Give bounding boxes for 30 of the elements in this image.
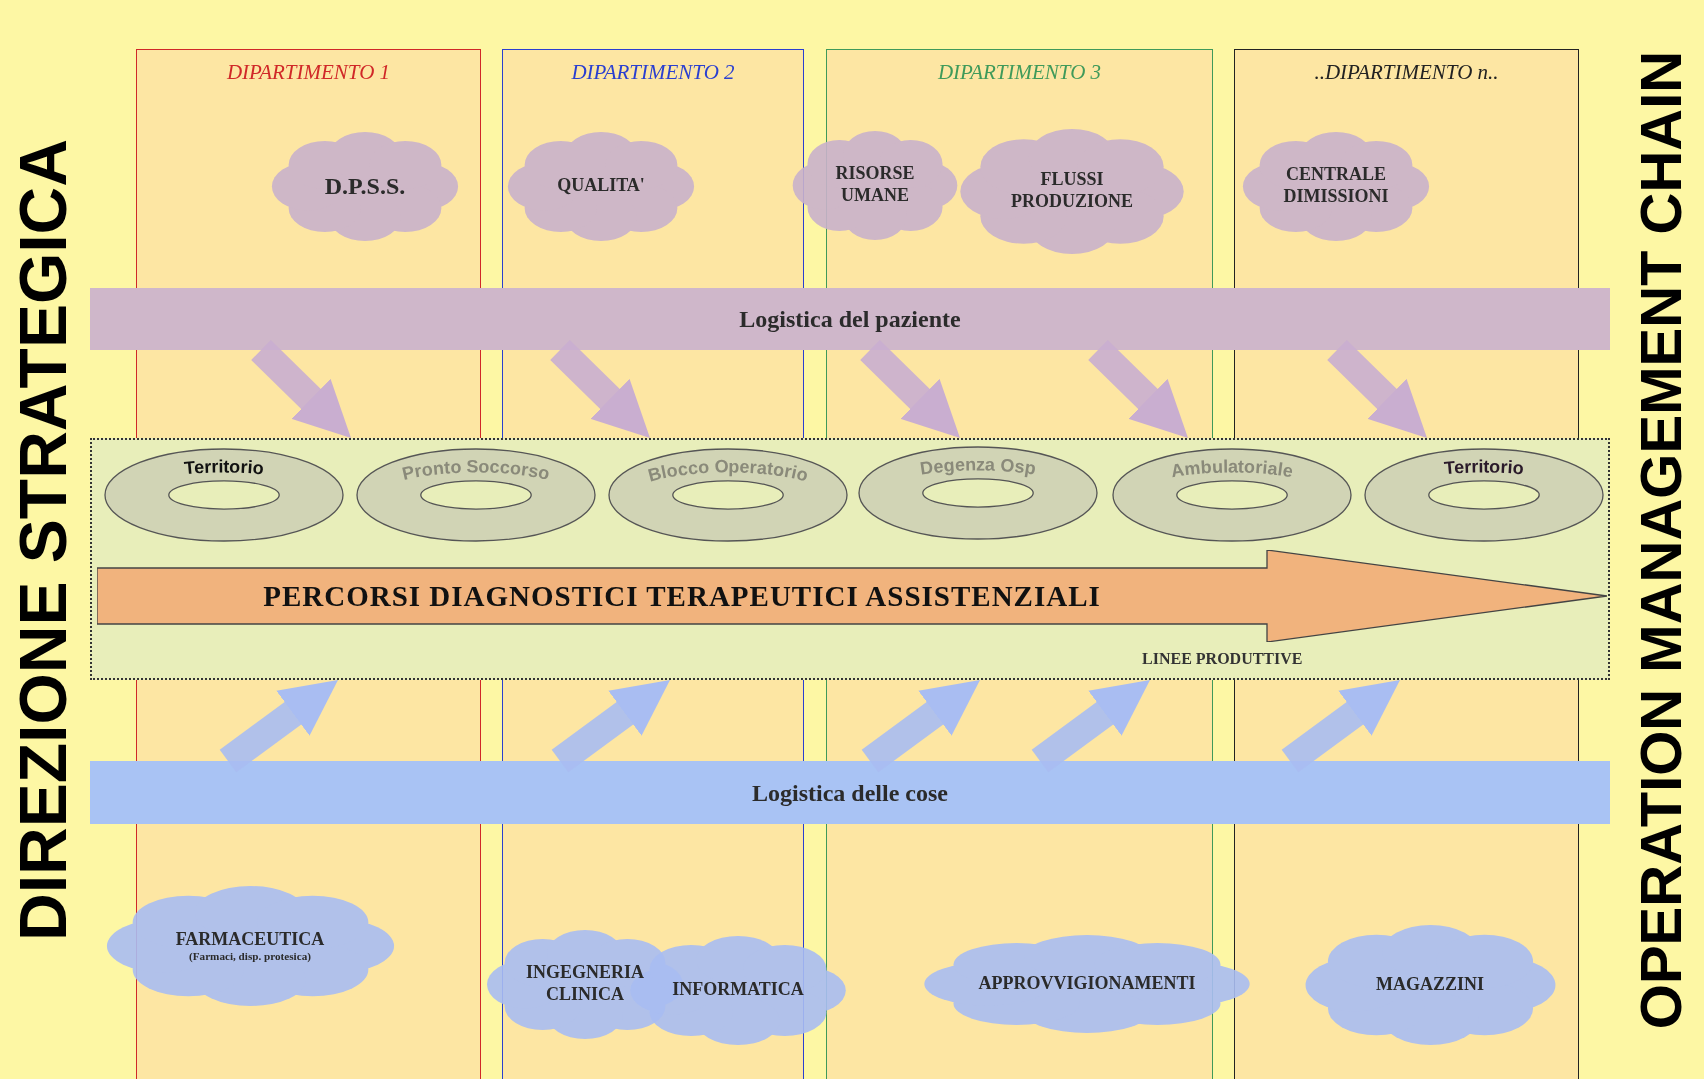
cloud-label: FLUSSI PRODUZIONE	[1010, 169, 1134, 213]
logistics-band	[90, 761, 1610, 824]
cloud-label: INFORMATICA	[672, 979, 804, 1001]
ring-label: Blocco Operatorio	[645, 456, 811, 486]
logistics-band	[90, 288, 1610, 350]
cloud-label: QUALITA'	[557, 175, 645, 197]
dotted-band	[90, 438, 1610, 680]
arrow-label: PERCORSI DIAGNOSTICI TERAPEUTICI ASSISTENZIALI	[263, 579, 1101, 613]
band-label: Logistica delle cose	[752, 779, 948, 806]
vertical-label: OPERATION MANAGEMENT CHAIN	[1632, 50, 1690, 1029]
ring-label: Pronto Soccorso	[400, 456, 552, 484]
cloud-label: INGEGNERIA CLINICA	[525, 962, 645, 1006]
ring-label: Territorio	[183, 456, 265, 479]
column-title: ..DIPARTIMENTO n..	[1314, 60, 1499, 85]
cloud-label: RISORSE UMANE	[834, 163, 916, 207]
cloud-label: FARMACEUTICA	[175, 928, 325, 951]
column-title: DIPARTIMENTO 3	[937, 60, 1102, 85]
band-label: Logistica del paziente	[739, 305, 961, 333]
column-title: DIPARTIMENTO 1	[226, 60, 391, 85]
cloud-label: MAGAZZINI	[1376, 974, 1484, 996]
cloud-label: (Farmaci, disp. protesica)	[189, 950, 311, 964]
vertical-label: DIREZIONE STRATEGICA	[10, 138, 76, 941]
cloud-label: APPROVVIGIONAMENTI	[978, 973, 1196, 995]
ring-label: Ambulatoriale	[1169, 456, 1295, 482]
band-label: LINEE PRODUTTIVE	[1142, 650, 1303, 668]
ring-label: Degenza Osp	[918, 454, 1038, 479]
cloud-label: D.P.S.S.	[324, 171, 406, 201]
ring-label: Territorio	[1443, 456, 1525, 479]
column-title: DIPARTIMENTO 2	[571, 60, 735, 85]
cloud-label: CENTRALE DIMISSIONI	[1282, 164, 1390, 208]
